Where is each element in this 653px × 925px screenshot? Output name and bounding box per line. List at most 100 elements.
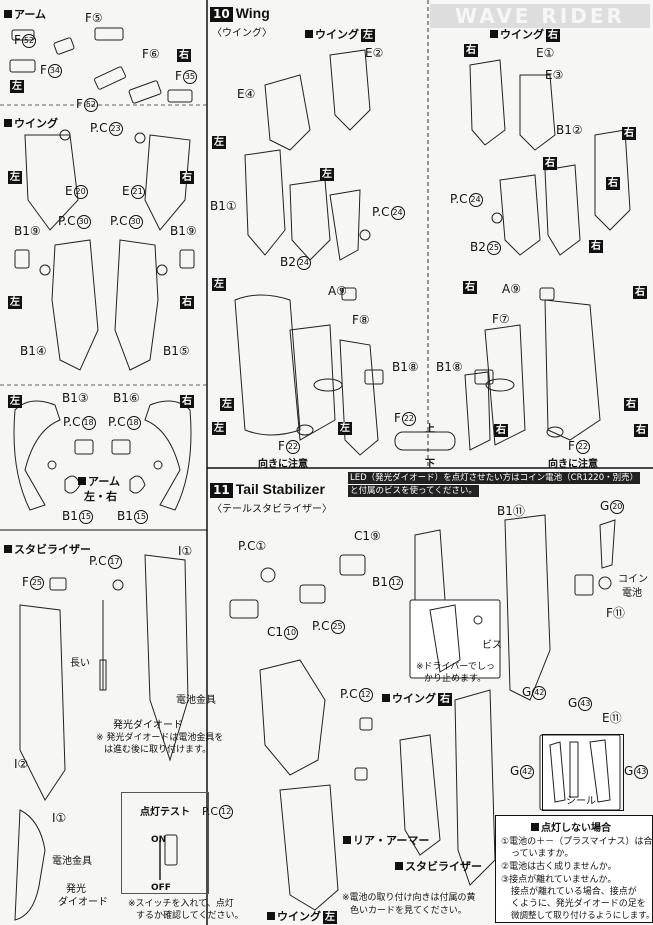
arm-lr-header: アーム	[78, 473, 120, 489]
label-pc23-number: 23	[108, 122, 123, 136]
arm-lr-text: アーム	[88, 475, 121, 488]
troubleshoot-line-2: っていますか。	[511, 849, 574, 859]
label-pc30b-number: 30	[128, 215, 143, 229]
label-b19b: B1⑨	[170, 224, 197, 238]
label-i2: I②	[14, 757, 29, 771]
label-off: OFF	[151, 883, 171, 893]
side-badge-right: 右	[606, 177, 620, 190]
label-i1-bottom: I①	[52, 811, 67, 825]
label-f34-letter: F	[40, 63, 47, 77]
switch-note-2: するか確認してください。	[136, 911, 244, 921]
label-g20-number: 20	[610, 500, 625, 514]
label-e11: E⑪	[602, 711, 622, 725]
driver-note-1: ※ドライバーでしっ	[416, 662, 495, 672]
label-pc25-letter: P.C	[312, 619, 330, 633]
label-f52b-letter: F	[76, 97, 83, 111]
label-pc24b-letter: P.C	[450, 192, 468, 206]
troubleshoot-line-5: 接点が離れている場合、接点が	[511, 887, 637, 897]
side-badge-left: 左	[212, 278, 226, 291]
label-f22-letter: F	[278, 439, 285, 453]
label-f11: F⑪	[606, 606, 625, 620]
label-pc12-number: 12	[358, 688, 373, 702]
switch-note-1: ※スイッチを入れて、点灯	[128, 899, 234, 909]
label-b15: B1⑤	[163, 344, 190, 358]
troubleshoot-line-6: くように、発光ダイオードの足を	[511, 899, 646, 909]
led-instruction-line1: LED（発光ダイオード）を点灯させたい方はコイン電池（CR1220・別売）	[348, 472, 641, 484]
label-battery-fitting-bottom: 電池金具	[52, 856, 92, 867]
label-b225-number: 25	[486, 241, 501, 255]
led-note-line2: は進む後に取り付けます。	[104, 745, 212, 755]
side-badge-right: 右	[180, 296, 194, 309]
step10-subtitle: 〈ウイング〉	[212, 28, 272, 39]
battery-orientation-note-2: 色いカードを見てください。	[350, 906, 467, 916]
wave-rider-watermark: WAVE RIDER	[430, 4, 650, 28]
label-g42b-number: 42	[520, 765, 535, 779]
label-pc30b-letter: P.C	[110, 214, 128, 228]
wing-right-header: ウイング右	[490, 26, 560, 42]
side-badge-left: 左	[8, 296, 22, 309]
label-g42-letter: G	[522, 685, 532, 699]
label-b11: B1①	[210, 199, 237, 213]
label-f52b-number: 52	[83, 98, 98, 112]
side-badge-right: 右	[438, 693, 452, 706]
label-screw: ビス	[482, 640, 502, 651]
label-b14: B1④	[20, 344, 47, 358]
side-badge-left: 左	[220, 398, 234, 411]
stabilizer-tail-header: スタビライザー	[395, 858, 482, 874]
arm-lr-sides: 左・右	[84, 490, 117, 503]
label-c19: C1⑨	[354, 529, 381, 543]
wing-header-text: ウイング	[14, 117, 58, 130]
label-g43-number: 43	[578, 697, 593, 711]
rear-armor-header: リア・アーマー	[343, 832, 429, 848]
label-g42b-letter: G	[510, 764, 520, 778]
label-f25-letter: F	[22, 575, 29, 589]
label-f52-letter: F	[14, 33, 21, 47]
detail-inset-box	[542, 734, 624, 811]
label-e2: E②	[365, 46, 384, 60]
troubleshoot-title-text: 点灯しない場合	[541, 823, 611, 834]
troubleshoot-title: 点灯しない場合	[531, 819, 611, 834]
label-pc24b-number: 24	[468, 193, 483, 207]
step11-subtitle: 〈テールスタビライザー〉	[212, 504, 332, 515]
label-coin-1: コイン	[618, 574, 648, 585]
label-b224-letter: B2	[280, 255, 296, 269]
label-g42-number: 42	[532, 686, 547, 700]
label-g20-letter: G	[600, 499, 610, 513]
wing-left-text: ウイング	[315, 28, 359, 41]
label-pc18b-number: 18	[126, 416, 141, 430]
label-g43-letter: G	[568, 696, 578, 710]
label-f6: F⑥	[142, 47, 160, 61]
label-pc17-number: 17	[107, 555, 122, 569]
side-badge-right: 右	[180, 395, 194, 408]
side-badge-right: 右	[589, 240, 603, 253]
label-f22b-number: 22	[575, 440, 590, 454]
label-f22b-letter: F	[568, 439, 575, 453]
label-pc17-letter: P.C	[89, 554, 107, 568]
label-pc18b-letter: P.C	[108, 415, 126, 429]
label-f5: F⑤	[85, 11, 103, 25]
label-long: 長い	[70, 658, 90, 669]
side-badge-right: 右	[180, 171, 194, 184]
label-b225-letter: B2	[470, 240, 486, 254]
label-pc18a-letter: P.C	[63, 415, 81, 429]
label-e20-number: 20	[73, 185, 88, 199]
label-led-2: ダイオード	[58, 897, 108, 908]
side-badge-right: 右	[633, 286, 647, 299]
label-e21-number: 21	[130, 185, 145, 199]
label-b18b: B1⑧	[436, 360, 463, 374]
label-pc24-number: 24	[390, 206, 405, 220]
side-badge-right: 右	[622, 127, 636, 140]
